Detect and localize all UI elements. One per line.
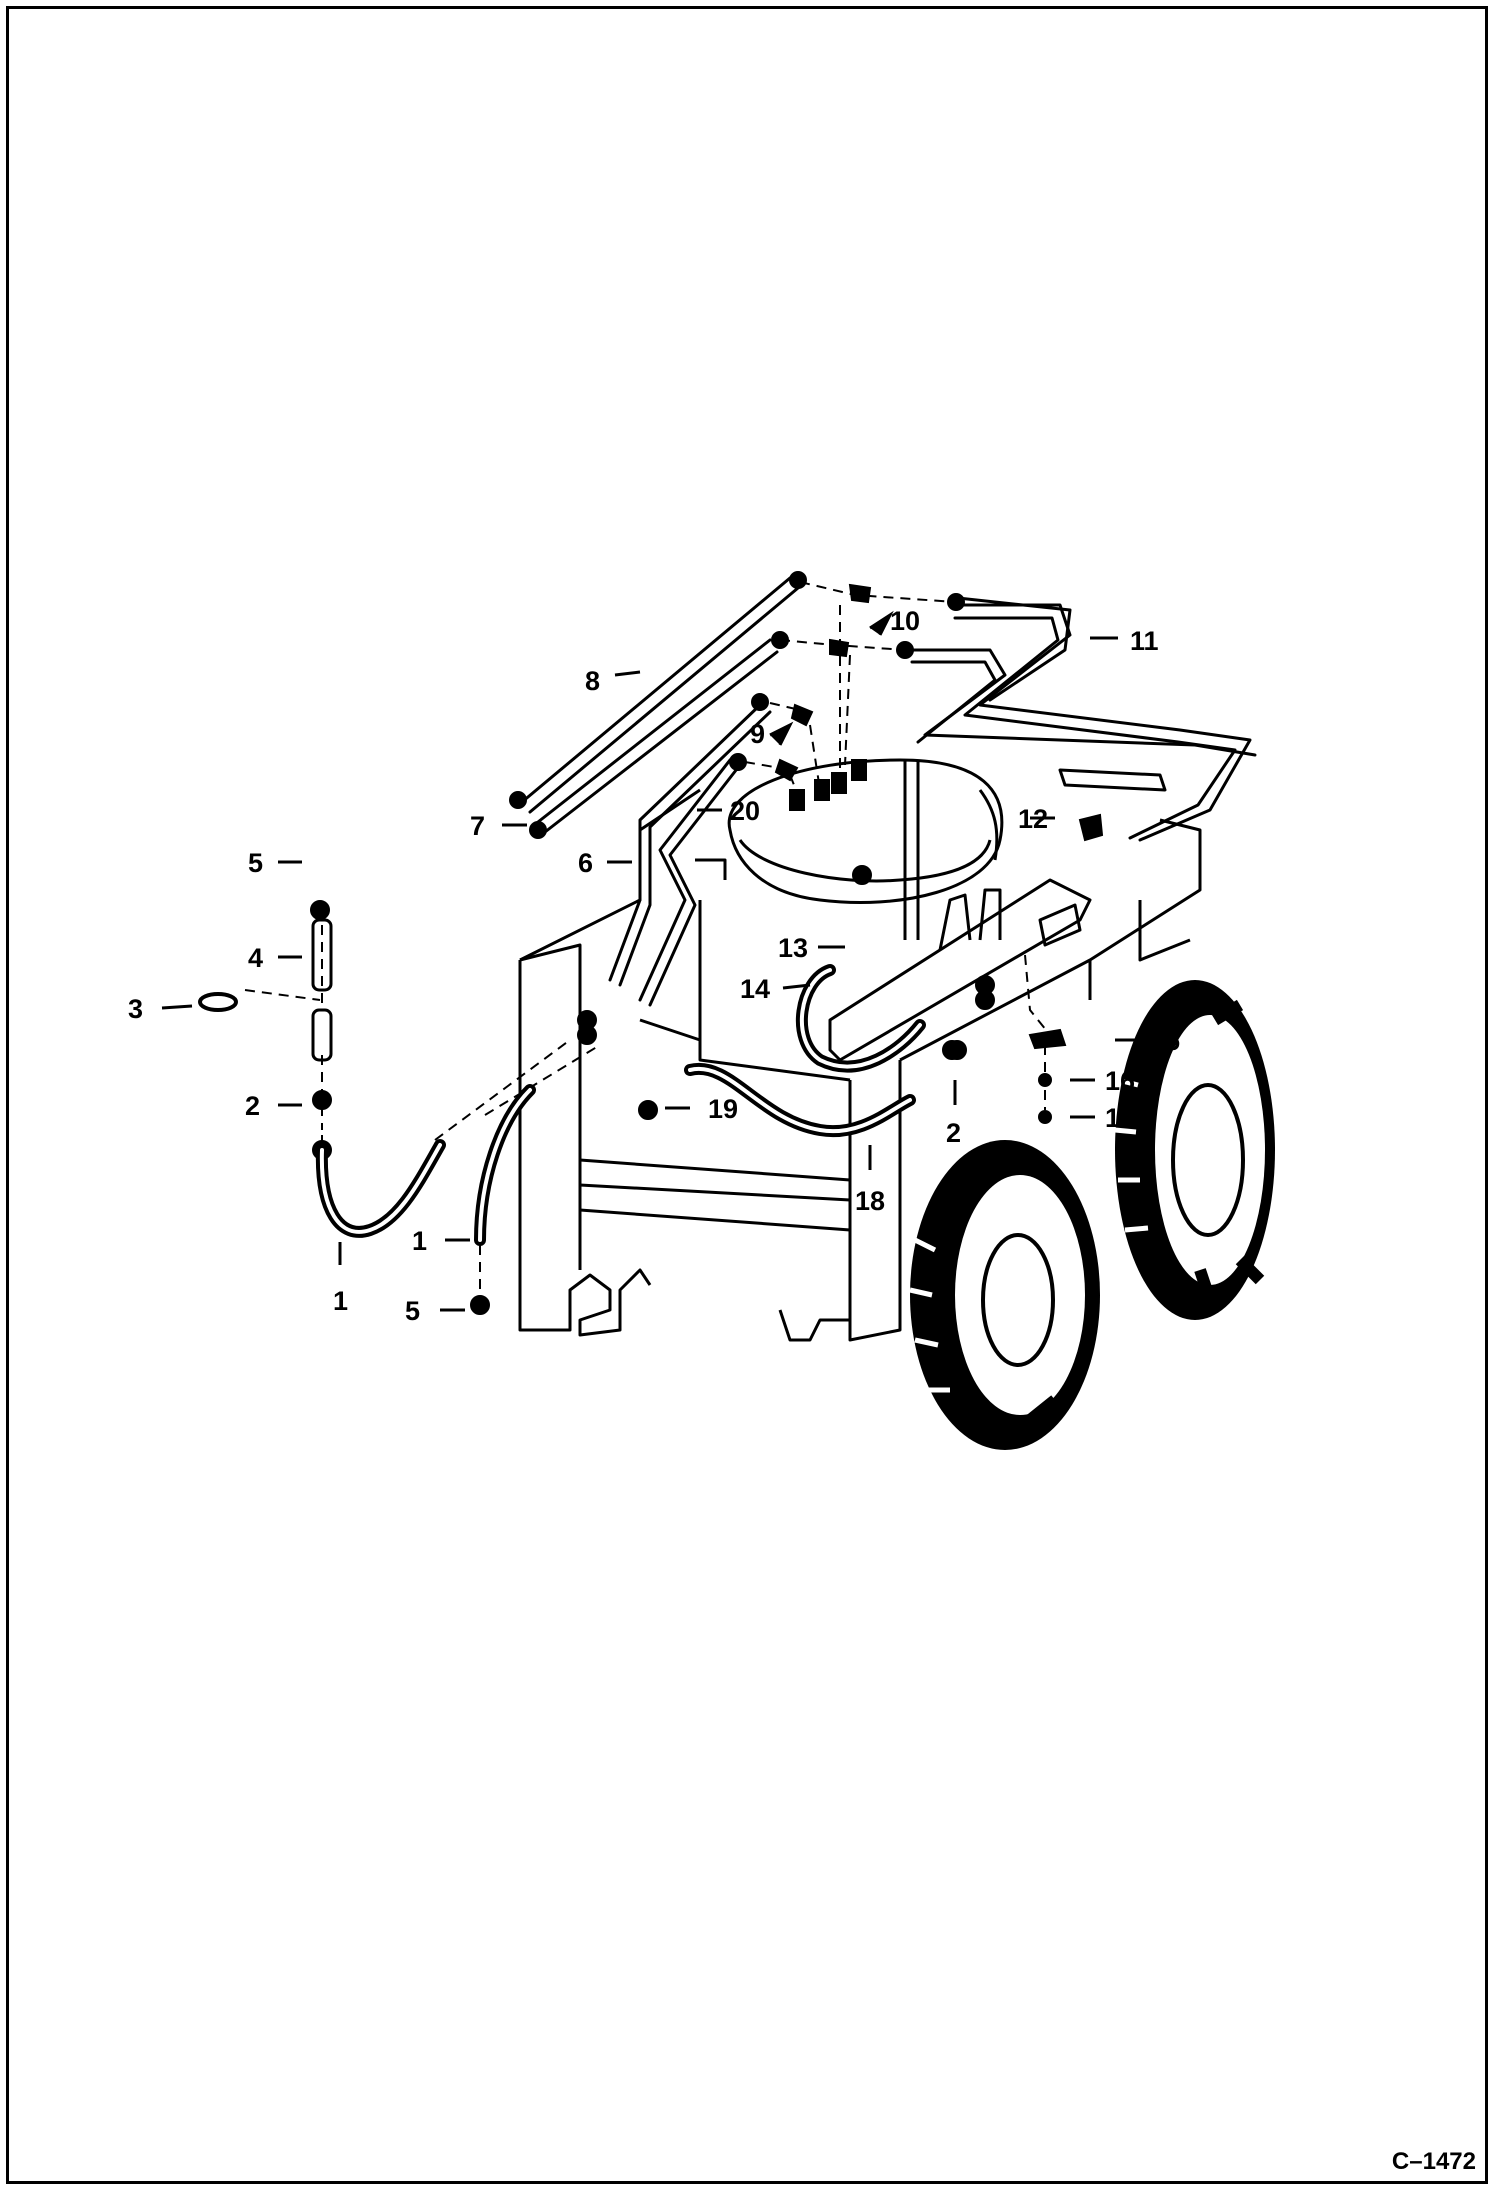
fittings xyxy=(310,571,1104,1315)
callout-3: 3 xyxy=(128,994,143,1024)
callout-leaders xyxy=(161,610,1140,1312)
callout-19: 19 xyxy=(708,1094,738,1124)
callout-14: 14 xyxy=(740,974,770,1004)
callout-2-left: 2 xyxy=(245,1091,260,1121)
callout-labels: 8 10 11 9 7 20 12 6 5 4 3 13 14 15 16 17… xyxy=(128,606,1180,1326)
callout-20: 20 xyxy=(730,796,760,826)
loader-frame xyxy=(518,758,1202,1342)
callout-5-top: 5 xyxy=(248,848,263,878)
callout-2-right: 2 xyxy=(946,1118,961,1148)
callout-4: 4 xyxy=(248,943,263,973)
exploded-leader-lines xyxy=(244,581,1051,1310)
wheels xyxy=(909,980,1275,1450)
steel-lines xyxy=(520,576,1257,1007)
callout-16: 16 xyxy=(1105,1066,1135,1096)
callout-1-left: 1 xyxy=(333,1286,348,1316)
callout-12: 12 xyxy=(1018,804,1048,834)
callout-10: 10 xyxy=(890,606,920,636)
callout-18: 18 xyxy=(855,1186,885,1216)
callout-7: 7 xyxy=(470,811,485,841)
hoses xyxy=(315,964,926,1246)
callout-6: 6 xyxy=(578,848,593,878)
callout-11: 11 xyxy=(1130,626,1159,656)
page-border xyxy=(6,6,1488,2184)
callout-8: 8 xyxy=(585,666,600,696)
callout-17: 17 xyxy=(1105,1103,1135,1133)
tube-part-4 xyxy=(311,918,333,1062)
clamp-part-3 xyxy=(198,992,238,1012)
callout-13: 13 xyxy=(778,933,808,963)
drawing-reference-number: C–1472 xyxy=(1391,2148,1476,2175)
callout-9: 9 xyxy=(750,719,765,749)
callout-15: 15 xyxy=(1150,1026,1180,1056)
callout-5-bottom: 5 xyxy=(405,1296,420,1326)
callout-1-right: 1 xyxy=(412,1226,427,1256)
